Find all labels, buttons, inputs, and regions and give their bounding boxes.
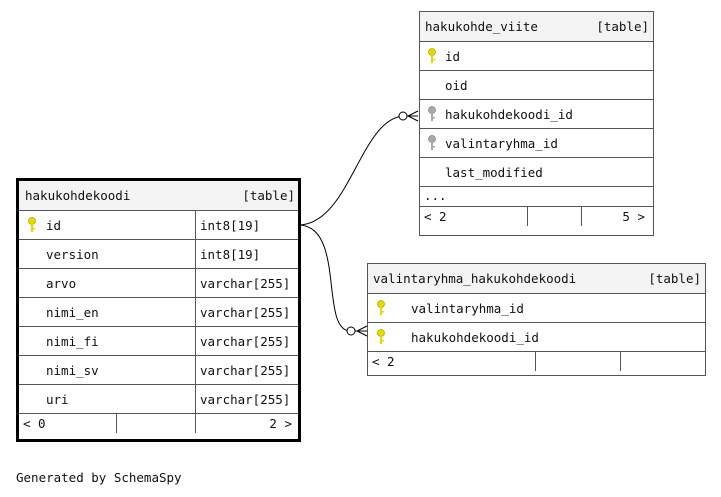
column-row[interactable]: valintaryhma_id [420,128,653,157]
column-type: varchar[255] [200,304,291,320]
table-valintaryhma-hakukohdekoodi[interactable]: valintaryhma_hakukohdekoodi [table] vali… [367,263,706,376]
table-hakukohde-viite[interactable]: hakukohde_viite [table] id oid hakukohde… [419,11,654,236]
column-name: id [46,217,62,233]
column-name: nimi_en [46,304,99,320]
column-type: varchar[255] [200,362,291,378]
crowfoot-marker [406,110,419,122]
key-icon [428,106,436,121]
column-name: hakukohdekoodi_id [445,106,573,122]
parents-count[interactable]: < 2 [424,209,447,224]
column-name: valintaryhma_id [445,135,558,151]
column-type: varchar[255] [200,333,291,349]
more-columns-row: ... [420,186,653,206]
key-icon [28,217,36,232]
column-row[interactable]: nimi_fi varchar[255] [19,326,298,355]
key-icon [377,329,385,344]
table-name[interactable]: hakukohdekoodi [25,188,131,203]
column-row[interactable]: nimi_en varchar[255] [19,297,298,326]
column-row[interactable]: arvo varchar[255] [19,268,298,297]
column-row[interactable]: version int8[19] [19,239,298,268]
column-name: uri [46,391,69,407]
key-icon [428,135,436,150]
table-type-label: [table] [596,19,649,34]
parents-count[interactable]: < 2 [372,354,395,369]
column-name: arvo [46,275,77,291]
column-row[interactable]: id int8[19] [19,210,298,239]
children-count[interactable]: 2 > [269,416,292,431]
column-name: last_modified [445,164,543,180]
column-row[interactable]: valintaryhma_id [368,293,705,322]
column-row[interactable]: hakukohdekoodi_id [368,322,705,351]
column-row[interactable]: id [420,41,653,70]
table-header[interactable]: valintaryhma_hakukohdekoodi [table] [368,264,705,293]
column-row[interactable]: uri varchar[255] [19,384,298,413]
table-footer: < 2 [368,351,705,371]
column-name: id [445,48,461,64]
table-footer: < 2 5 > [420,206,653,226]
key-icon [377,300,385,315]
column-type: int8[19] [200,246,261,262]
column-row[interactable]: last_modified [420,157,653,186]
column-type: varchar[255] [200,391,291,407]
column-name: oid [445,77,468,93]
relationship-line-valintaryhma-hakukohdekoodi [299,224,351,332]
children-count[interactable]: 5 > [622,209,645,224]
table-name[interactable]: valintaryhma_hakukohdekoodi [373,271,577,286]
column-name: nimi_fi [46,333,99,349]
relationship-optional-marker [346,326,356,336]
relationship-optional-marker [398,111,408,121]
key-icon [428,48,436,63]
column-row[interactable]: hakukohdekoodi_id [420,99,653,128]
column-name: hakukohdekoodi_id [411,329,539,345]
column-name: version [46,246,99,262]
table-hakukohdekoodi[interactable]: hakukohdekoodi [table] id int8[19] versi… [16,178,301,442]
parents-count[interactable]: < 0 [23,416,46,431]
column-name: valintaryhma_id [411,300,524,316]
crowfoot-marker [355,325,368,337]
table-header[interactable]: hakukohde_viite [table] [420,12,653,41]
table-header[interactable]: hakukohdekoodi [table] [19,181,298,210]
column-row[interactable]: oid [420,70,653,99]
column-type: int8[19] [200,217,261,233]
table-footer: < 0 2 > [19,413,298,433]
column-type: varchar[255] [200,275,291,291]
more-columns-indicator: ... [424,188,447,203]
column-name: nimi_sv [46,362,99,378]
generated-by-footer: Generated by SchemaSpy [16,470,182,485]
relationship-line-hakukohde-viite [299,115,404,226]
table-type-label: [table] [242,188,295,203]
table-name[interactable]: hakukohde_viite [425,19,538,34]
column-row[interactable]: nimi_sv varchar[255] [19,355,298,384]
table-type-label: [table] [648,271,701,286]
